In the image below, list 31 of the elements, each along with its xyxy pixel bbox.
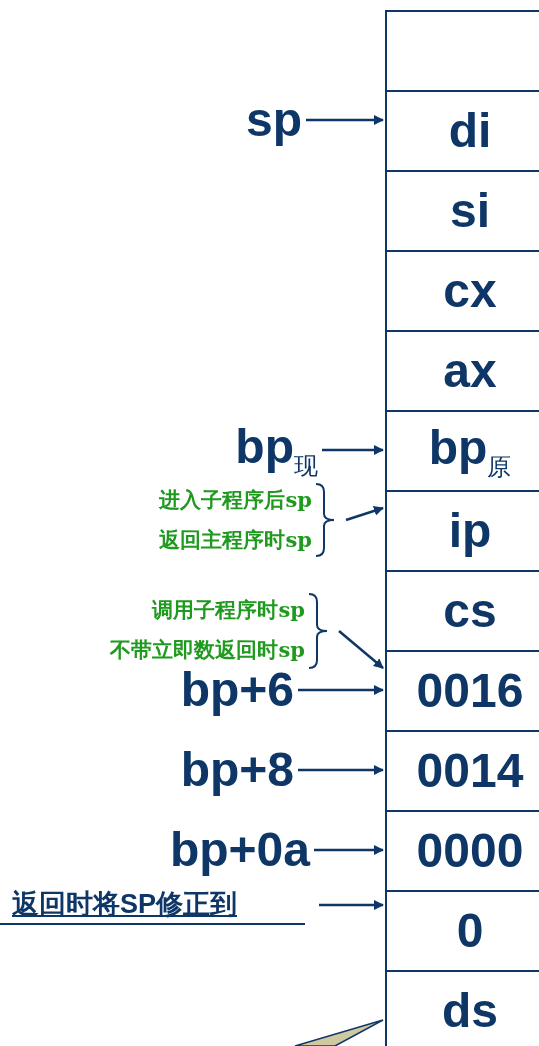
cell-text: bp$_{原}$: [428, 423, 512, 479]
arrow: [298, 765, 384, 775]
cell-text: 0016: [416, 667, 524, 715]
pointer-label: 返回时将SP修正到: [12, 888, 238, 921]
arrow: [338, 630, 384, 669]
arrow: [319, 900, 384, 910]
cell-text: 0000: [416, 827, 524, 875]
arrow: [345, 506, 384, 522]
arrow: [306, 115, 384, 125]
arrow: [322, 445, 384, 455]
pointer-label: bp+8: [180, 746, 294, 794]
cell-text: ip: [448, 507, 492, 555]
stack-cell: [385, 10, 539, 92]
cell-text: cx: [443, 267, 497, 315]
cell-text: si: [450, 187, 490, 235]
arrow: [314, 845, 384, 855]
arrow: [298, 685, 384, 695]
annotation-text: 返回主程序时sp: [158, 526, 312, 554]
cell-text: ax: [443, 347, 497, 395]
pointer-label: bp+6: [180, 666, 294, 714]
cell-text: di: [448, 107, 492, 155]
pointer-label: sp: [246, 96, 302, 144]
pointer-label: bp+0a: [169, 826, 310, 874]
annotation-text: 不带立即数返回时sp: [109, 636, 305, 664]
cell-text: cs: [443, 587, 497, 635]
cell-text: 0014: [416, 747, 524, 795]
cell-text: ds: [442, 987, 498, 1035]
cell-text: 0: [456, 907, 484, 955]
annotation-text: 调用子程序时sp: [150, 596, 305, 624]
pointer-label: bp$_{现}$: [235, 422, 318, 478]
annotation-text: 进入子程序后sp: [158, 486, 312, 514]
